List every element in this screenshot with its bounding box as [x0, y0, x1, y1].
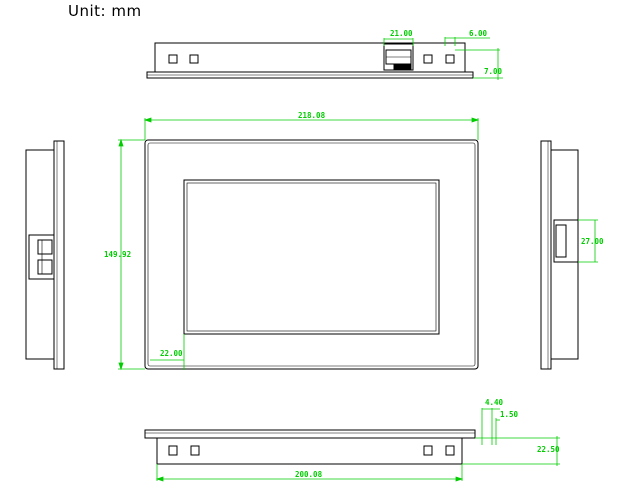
top-edge-offset-label: 6.00 [469, 29, 488, 38]
top-view [146, 42, 474, 79]
bottom-depth-label: 22.50 [537, 445, 560, 454]
bottom-width-label: 200.08 [295, 470, 323, 479]
right-side-view [540, 140, 579, 370]
front-height-label: 149.92 [104, 250, 131, 259]
top-dimensions [383, 37, 503, 80]
front-width-label: 218.08 [298, 111, 326, 120]
right-connector-label: 27.00 [581, 237, 604, 246]
top-connector-width-label: 21.00 [390, 29, 413, 38]
bottom-view [144, 429, 476, 465]
bottom-step-label: 1.50 [500, 410, 519, 419]
top-depth-label: 7.00 [484, 67, 503, 76]
unit-label: Unit: mm [68, 2, 142, 20]
front-corner-label: 22.00 [160, 349, 183, 358]
left-side-view [25, 140, 65, 370]
bottom-bezel-label: 4.40 [485, 398, 504, 407]
front-view [144, 139, 479, 370]
right-dimensions [578, 219, 598, 263]
front-dimensions [118, 117, 480, 371]
bottom-dimensions [155, 408, 560, 482]
